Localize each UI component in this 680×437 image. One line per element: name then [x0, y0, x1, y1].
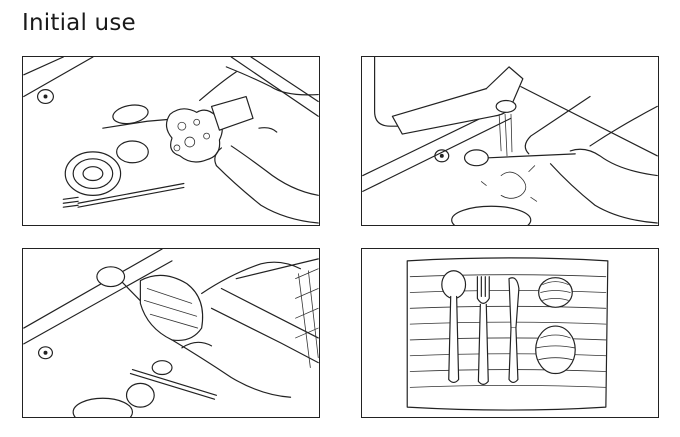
step-2-rinsing-illustration [361, 56, 659, 226]
washing-with-sponge-icon [23, 57, 319, 224]
step-1-washing-illustration [22, 56, 320, 226]
drying-with-towel-icon [23, 249, 319, 417]
rinsing-under-tap-icon [362, 57, 658, 225]
step-4-air-drying-illustration [361, 248, 659, 418]
air-drying-on-towel-icon [406, 257, 609, 411]
page-title: Initial use [22, 10, 136, 36]
step-3-drying-illustration [22, 248, 320, 418]
